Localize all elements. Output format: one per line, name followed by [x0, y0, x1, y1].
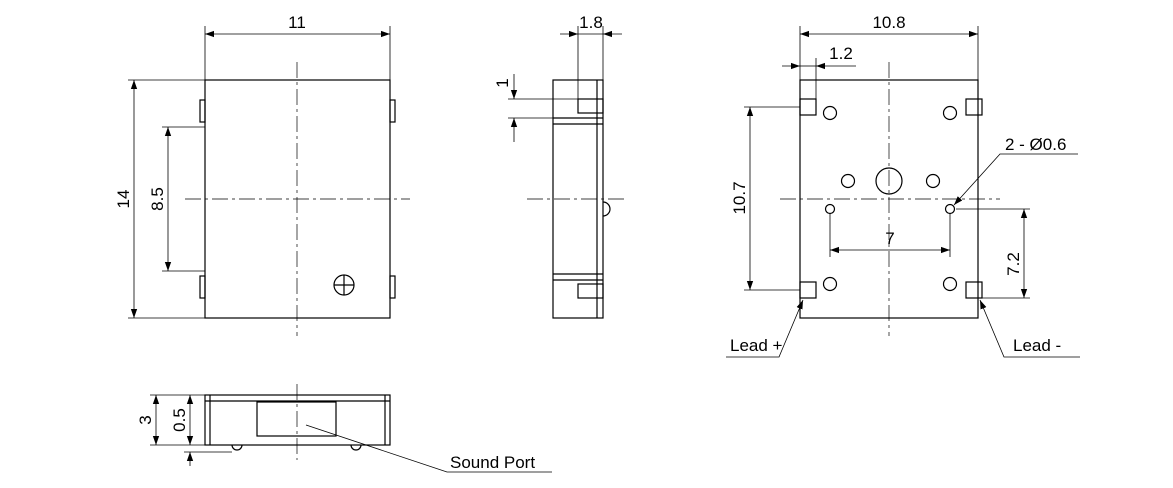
- dim-hole-offset: 7.2: [1004, 252, 1023, 276]
- lead-plus-label: Lead +: [730, 336, 783, 355]
- dim-height-total: 14: [114, 190, 133, 209]
- pad-bottom-left: [799, 281, 817, 299]
- sound-hole: [875, 167, 903, 195]
- dim-pad-pitch: 10.7: [730, 181, 749, 214]
- front-pin-left: [231, 444, 243, 451]
- dim-port-height: 0.5: [170, 408, 189, 432]
- side-bump: [602, 201, 611, 217]
- dim-bottom-width: 10.8: [872, 13, 905, 32]
- lead-minus-label: Lead -: [1013, 336, 1061, 355]
- tab-left-upper: [199, 99, 206, 123]
- pad-bottom-right: [965, 281, 983, 299]
- front-view-body: [204, 394, 391, 446]
- polarity-plus-icon: [333, 274, 355, 296]
- dim-side-thickness: 1.8: [579, 13, 603, 32]
- sound-port-label: Sound Port: [450, 453, 535, 472]
- tab-left-lower: [199, 275, 206, 299]
- sound-port: [256, 401, 337, 437]
- pad-top-left: [799, 98, 817, 116]
- bottom-view: 10.8 1.2 10.7 7 7.2 2 - Ø0.6 Lead + Lead…: [726, 13, 1080, 358]
- front-view: 3 0.5 Sound Port: [136, 384, 552, 473]
- pad-top-right: [965, 98, 983, 116]
- dim-hole-pitch: 7: [885, 229, 894, 248]
- dim-front-height: 3: [136, 415, 155, 424]
- tab-right-upper: [389, 99, 396, 123]
- hole-spec-label: 2 - Ø0.6: [1005, 135, 1066, 154]
- top-view: 11 14 8.5: [114, 13, 410, 336]
- pin-hole-left: [824, 203, 836, 215]
- pin-hole-right: [944, 203, 956, 215]
- dim-side-lead: 1: [493, 78, 512, 87]
- side-lead-upper: [577, 98, 604, 114]
- front-pin-right: [350, 444, 362, 451]
- side-view: 1.8 1: [493, 13, 628, 319]
- dim-top-width: 11: [288, 13, 306, 32]
- dim-terminal-spacing: 8.5: [148, 187, 167, 211]
- tab-right-lower: [389, 275, 396, 299]
- dim-pad-width: 1.2: [829, 44, 853, 63]
- side-lead-lower: [577, 283, 604, 299]
